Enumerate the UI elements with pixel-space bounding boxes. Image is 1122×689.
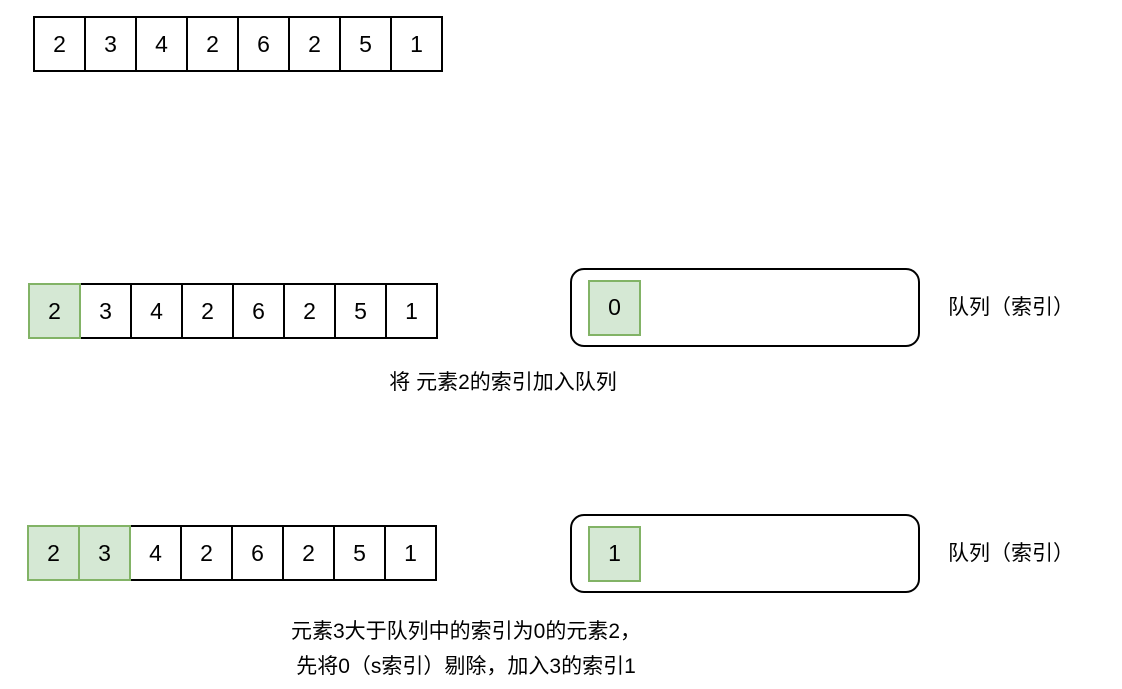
array-cell-highlighted: 0 [588, 279, 641, 336]
array-cell: 6 [237, 16, 290, 72]
array-cell-highlighted: 1 [588, 525, 641, 582]
step1-queue: 0 [570, 268, 920, 347]
step1-caption-line: 将 元素2的索引加入队列 [389, 371, 617, 394]
array-cell: 4 [129, 525, 182, 581]
step2-caption: 元素3大于队列中的索引为0的元素2， 先将0（s索引）剔除，加入3的索引1 [166, 614, 766, 684]
step2-queue: 1 [570, 514, 920, 593]
array-cell: 3 [84, 16, 137, 72]
array-cell: 1 [390, 16, 443, 72]
array-cell: 2 [186, 16, 239, 72]
array-cell-highlighted: 2 [28, 283, 81, 339]
array-cell-highlighted: 2 [27, 525, 80, 581]
array-cell: 6 [232, 283, 285, 339]
array-cell: 2 [283, 283, 336, 339]
step2-caption-line2: 先将0（s索引）剔除，加入3的索引1 [296, 655, 636, 678]
array-cell: 5 [339, 16, 392, 72]
array-cell: 1 [384, 525, 437, 581]
array-cell: 6 [231, 525, 284, 581]
array-cell: 5 [333, 525, 386, 581]
array-cell: 3 [79, 283, 132, 339]
array-cell: 2 [282, 525, 335, 581]
array-cell: 2 [33, 16, 86, 72]
array-cell: 2 [288, 16, 341, 72]
array-cell: 4 [130, 283, 183, 339]
array-cell: 2 [181, 283, 234, 339]
step1-caption: 将 元素2的索引加入队列 [203, 365, 803, 400]
array-cell-highlighted: 3 [78, 525, 131, 581]
array-cell: 5 [334, 283, 387, 339]
array-cell: 2 [180, 525, 233, 581]
step2-queue-label: 队列（索引） [948, 542, 1074, 565]
step2-caption-line1: 元素3大于队列中的索引为0的元素2， [290, 620, 642, 643]
array-cell: 4 [135, 16, 188, 72]
array-cell: 1 [385, 283, 438, 339]
step1-queue-label: 队列（索引） [948, 296, 1074, 319]
